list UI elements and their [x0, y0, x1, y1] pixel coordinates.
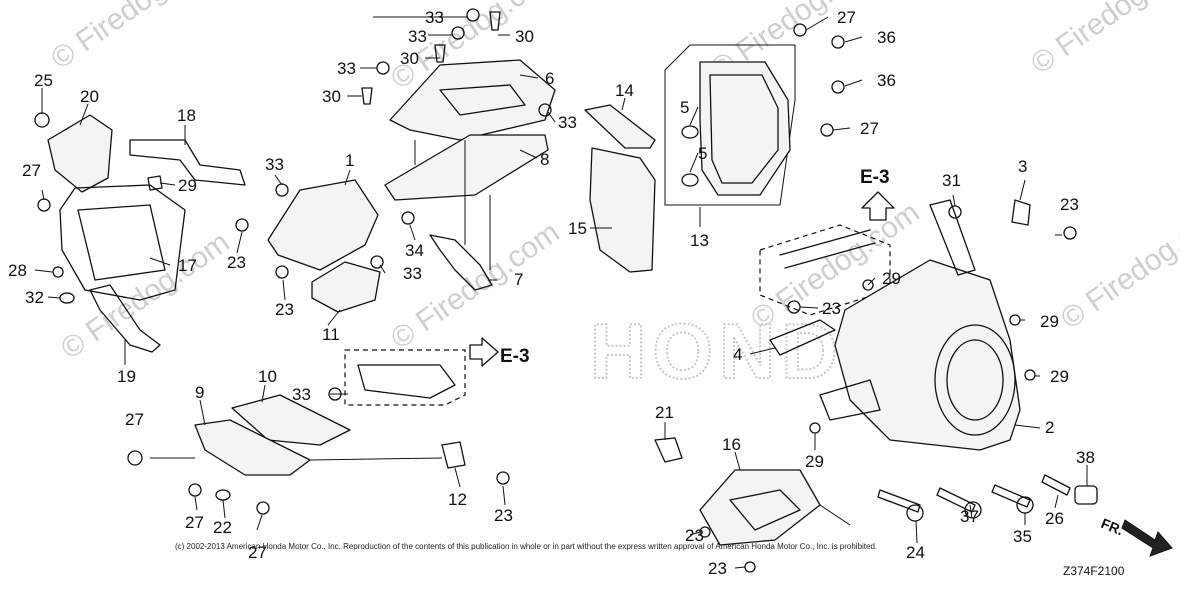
- callout-5: 5: [698, 144, 707, 163]
- callout-27: 27: [185, 513, 204, 532]
- callout-23: 23: [275, 300, 294, 319]
- callout-19: 19: [117, 367, 136, 386]
- callout-12: 12: [448, 490, 467, 509]
- callout-7: 7: [514, 270, 523, 289]
- callout-4: 4: [733, 345, 742, 364]
- callout-23: 23: [685, 526, 704, 545]
- callout-28: 28: [8, 261, 27, 280]
- callout-27: 27: [860, 119, 879, 138]
- front-direction-arrow: [1121, 519, 1173, 557]
- callout-30: 30: [515, 27, 534, 46]
- callout-29: 29: [178, 176, 197, 195]
- callout-16: 16: [722, 435, 741, 454]
- reference-e3-upper: E-3: [860, 167, 890, 188]
- copyright-notice: (c) 2002-2013 American Honda Motor Co., …: [175, 542, 877, 551]
- front-direction-label: FR.: [1099, 515, 1126, 538]
- callout-11: 11: [322, 325, 340, 344]
- callout-23: 23: [1060, 195, 1079, 214]
- callout-30: 30: [400, 49, 419, 68]
- callout-29: 29: [1050, 367, 1069, 386]
- callout-30: 30: [322, 87, 341, 106]
- watermark-text: © Firedog.com: [45, 0, 225, 76]
- callout-10: 10: [258, 367, 277, 386]
- leader-lines: [34, 16, 1088, 569]
- callout-33: 33: [337, 59, 356, 78]
- callout-15: 15: [568, 219, 587, 238]
- callout-33: 33: [425, 8, 444, 27]
- callout-29: 29: [1040, 312, 1059, 331]
- callout-22: 22: [213, 518, 232, 537]
- blower-housing-2: [769, 199, 1036, 451]
- callout-38: 38: [1076, 448, 1095, 467]
- callout-27: 27: [22, 161, 41, 180]
- callout-23: 23: [822, 299, 841, 318]
- center-left-covers: [235, 179, 384, 313]
- watermark-text: © Firedog.com: [385, 216, 565, 356]
- watermark-text: © Firedog.com: [1025, 0, 1180, 81]
- callout-36: 36: [877, 71, 896, 90]
- callout-35: 35: [1013, 527, 1032, 546]
- callout-23: 23: [494, 506, 513, 525]
- lower-cover-16: [654, 437, 821, 573]
- callout-25: 25: [34, 71, 53, 90]
- callout-24: 24: [906, 543, 925, 562]
- reference-e3-middle: E-3: [500, 346, 530, 367]
- bracket-7: [401, 211, 493, 291]
- callout-37: 37: [960, 507, 979, 526]
- callout-13: 13: [690, 231, 709, 250]
- callout-33: 33: [265, 155, 284, 174]
- callout-33: 33: [403, 264, 422, 283]
- callout-29: 29: [805, 452, 824, 471]
- callout-14: 14: [615, 81, 634, 100]
- bottom-left-plates: [127, 394, 510, 515]
- callout-27: 27: [248, 543, 267, 562]
- callout-5: 5: [680, 98, 689, 117]
- cover-13: [664, 23, 845, 206]
- callout-20: 20: [80, 87, 99, 106]
- strip-and-panel: [584, 104, 656, 273]
- callout-9: 9: [195, 383, 204, 402]
- reference-box-middle: [328, 337, 499, 406]
- top-plates: [361, 8, 556, 270]
- watermark-text: © Firedog.com: [1055, 196, 1180, 336]
- callout-34: 34: [405, 241, 424, 260]
- lower-right-hardware: [787, 226, 1098, 522]
- diagram-code: Z374F2100: [1063, 564, 1125, 578]
- callout-6: 6: [545, 69, 554, 88]
- callout-33: 33: [408, 27, 427, 46]
- callout-8: 8: [540, 150, 549, 169]
- callout-23: 23: [708, 559, 727, 578]
- callout-1: 1: [345, 151, 354, 170]
- callout-31: 31: [942, 171, 961, 190]
- callout-3: 3: [1018, 157, 1027, 176]
- callout-numbers: 25 20 27 28 32 17 19 18 29 23 33 1 23 11…: [8, 8, 1126, 578]
- callout-36: 36: [877, 28, 896, 47]
- callout-21: 21: [655, 403, 674, 422]
- callout-2: 2: [1045, 418, 1054, 437]
- watermark-text: © Firedog.com: [55, 226, 235, 366]
- callout-29: 29: [882, 269, 901, 288]
- callout-26: 26: [1045, 509, 1064, 528]
- callout-17: 17: [178, 256, 197, 275]
- callout-33: 33: [292, 385, 311, 404]
- callout-32: 32: [25, 288, 44, 307]
- callout-33: 33: [558, 113, 577, 132]
- callout-27: 27: [125, 410, 144, 429]
- callout-27: 27: [837, 8, 856, 27]
- callout-18: 18: [177, 106, 196, 125]
- callout-23: 23: [227, 253, 246, 272]
